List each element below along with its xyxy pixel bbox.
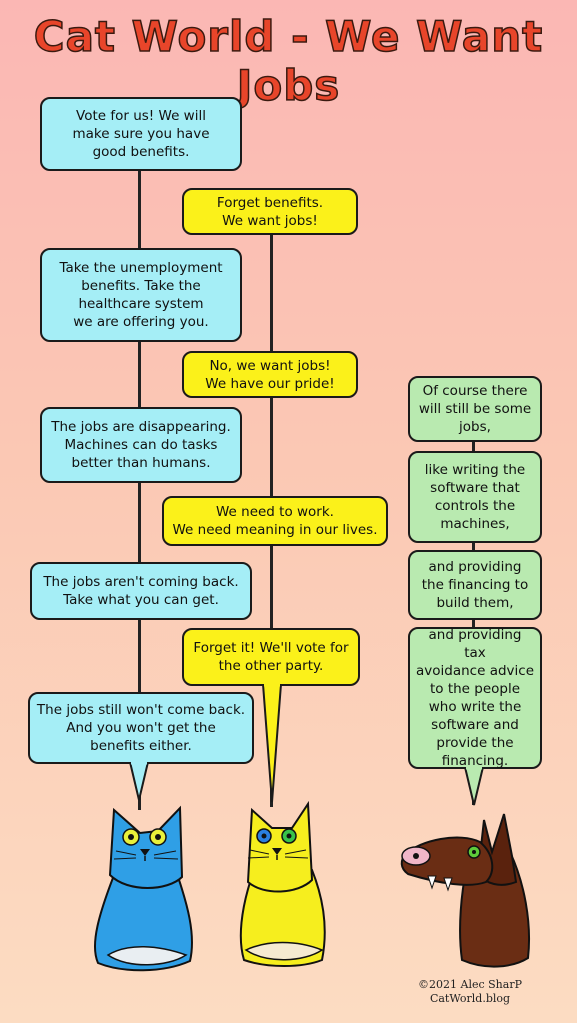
credit-line-1: ©2021 Alec SharP (418, 978, 522, 991)
dog-speech-bubble: Of course there will still be some jobs, (408, 376, 542, 442)
bubble-text: and providing the financing to build the… (421, 559, 529, 611)
bubble-text: Forget benefits. We want jobs! (216, 194, 324, 229)
blue-cat-speech-bubble: The jobs aren't coming back. Take what y… (30, 562, 252, 620)
yellow-cat (239, 800, 326, 967)
copyright-credit: ©2021 Alec SharP CatWorld.blog (405, 978, 535, 1006)
blue-cat (93, 805, 193, 972)
dog-bubble-tail (463, 767, 485, 806)
dog-speech-bubble: like writing the software that controls … (408, 451, 542, 543)
bubble-text: Forget it! We'll vote for the other part… (193, 640, 349, 674)
bubble-text: No, we want jobs! We have our pride! (205, 357, 335, 392)
comic-title: Cat World - We Want Jobs (33, 11, 544, 111)
blue-cat-speech-bubble: Take the unemployment benefits. Take the… (40, 248, 242, 342)
bubble-text: We need to work. We need meaning in our … (172, 504, 378, 538)
yellow-cat-speech-bubble: No, we want jobs! We have our pride! (182, 351, 358, 398)
bubble-text: like writing the software that controls … (424, 462, 526, 532)
bubble-text: and providing tax avoidance advice to th… (416, 627, 534, 769)
yellow-cat-speech-bubble: We need to work. We need meaning in our … (162, 496, 388, 546)
blue-bubble-tail (128, 762, 150, 801)
dog-speech-bubble: and providing tax avoidance advice to th… (408, 627, 542, 769)
bubble-text: Vote for us! We will make sure you have … (72, 108, 210, 160)
blue-cat-speech-bubble: Vote for us! We will make sure you have … (40, 97, 242, 171)
bubble-text: Of course there will still be some jobs, (418, 383, 532, 435)
dog-dialogue-line (472, 440, 475, 805)
bubble-text: Take the unemployment benefits. Take the… (59, 260, 223, 330)
yellow-bubble-tail (261, 684, 283, 803)
bubble-text: The jobs are disappearing. Machines can … (51, 419, 231, 471)
bubble-text: The jobs still won't come back. And you … (36, 702, 246, 754)
dog-speech-bubble: and providing the financing to build the… (408, 550, 542, 620)
blue-cat-speech-bubble: The jobs still won't come back. And you … (28, 692, 254, 764)
yellow-cat-speech-bubble: Forget benefits. We want jobs! (182, 188, 358, 235)
bubble-text: The jobs aren't coming back. Take what y… (43, 574, 239, 608)
yellow-cat-speech-bubble: Forget it! We'll vote for the other part… (182, 628, 360, 686)
blue-dialogue-line (138, 170, 141, 810)
brown-dog (400, 813, 531, 968)
blue-cat-speech-bubble: The jobs are disappearing. Machines can … (40, 407, 242, 483)
credit-line-2: CatWorld.blog (429, 992, 511, 1005)
